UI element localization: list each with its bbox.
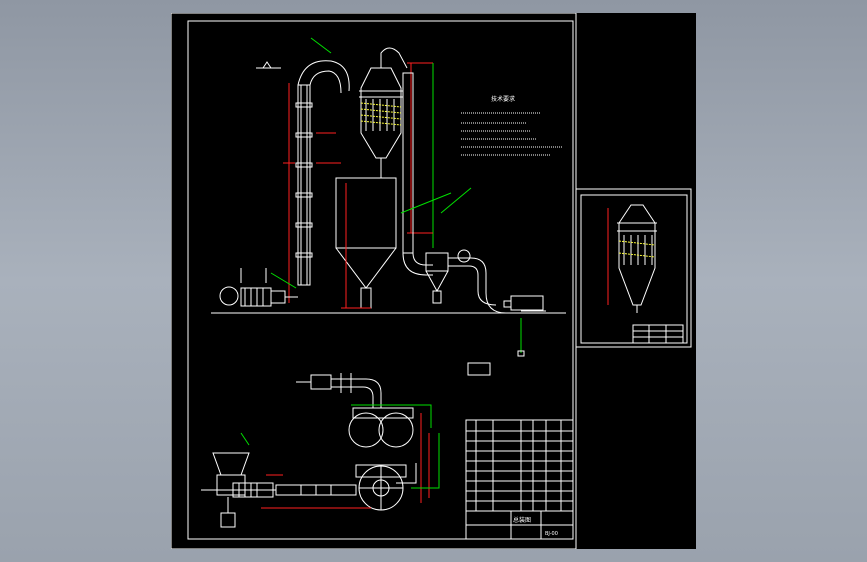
drawing-number: BJ-00 — [545, 531, 558, 537]
return-duct — [402, 72, 414, 254]
cyclone-separator — [359, 47, 408, 178]
plan-upper-pipe — [331, 378, 382, 408]
parts-list: 总装图 BJ-00 — [465, 419, 574, 540]
discharge-pipe — [448, 257, 507, 314]
main-sheet-outer-frame — [171, 13, 577, 549]
blower-assembly — [219, 268, 298, 307]
elevation-view: 技术要求 — [211, 37, 566, 376]
rotary-valve — [425, 252, 449, 304]
riser-pipe — [297, 84, 311, 286]
filter-plan-right — [378, 412, 414, 448]
note-box — [467, 362, 491, 376]
elbow-flange — [457, 249, 471, 263]
detail-sheet-inner-frame — [580, 194, 688, 344]
detail-sheet-frame — [575, 188, 692, 348]
detail-view — [607, 204, 684, 344]
notes-title: 技术要求 — [491, 95, 515, 103]
fan-motor — [510, 295, 544, 311]
assembly-drawing: 技术要求 — [171, 13, 692, 549]
cad-viewport[interactable]: 技术要求 — [171, 13, 696, 549]
filter-plan-left — [348, 412, 384, 448]
plan-feeder — [201, 432, 276, 528]
main-sheet-inner-frame — [187, 20, 574, 540]
title-block-name: 总装图 — [513, 516, 531, 524]
plan-view — [201, 373, 440, 528]
storage-hopper — [335, 177, 397, 309]
top-bend — [297, 60, 350, 92]
technical-notes: 技术要求 — [461, 95, 563, 156]
